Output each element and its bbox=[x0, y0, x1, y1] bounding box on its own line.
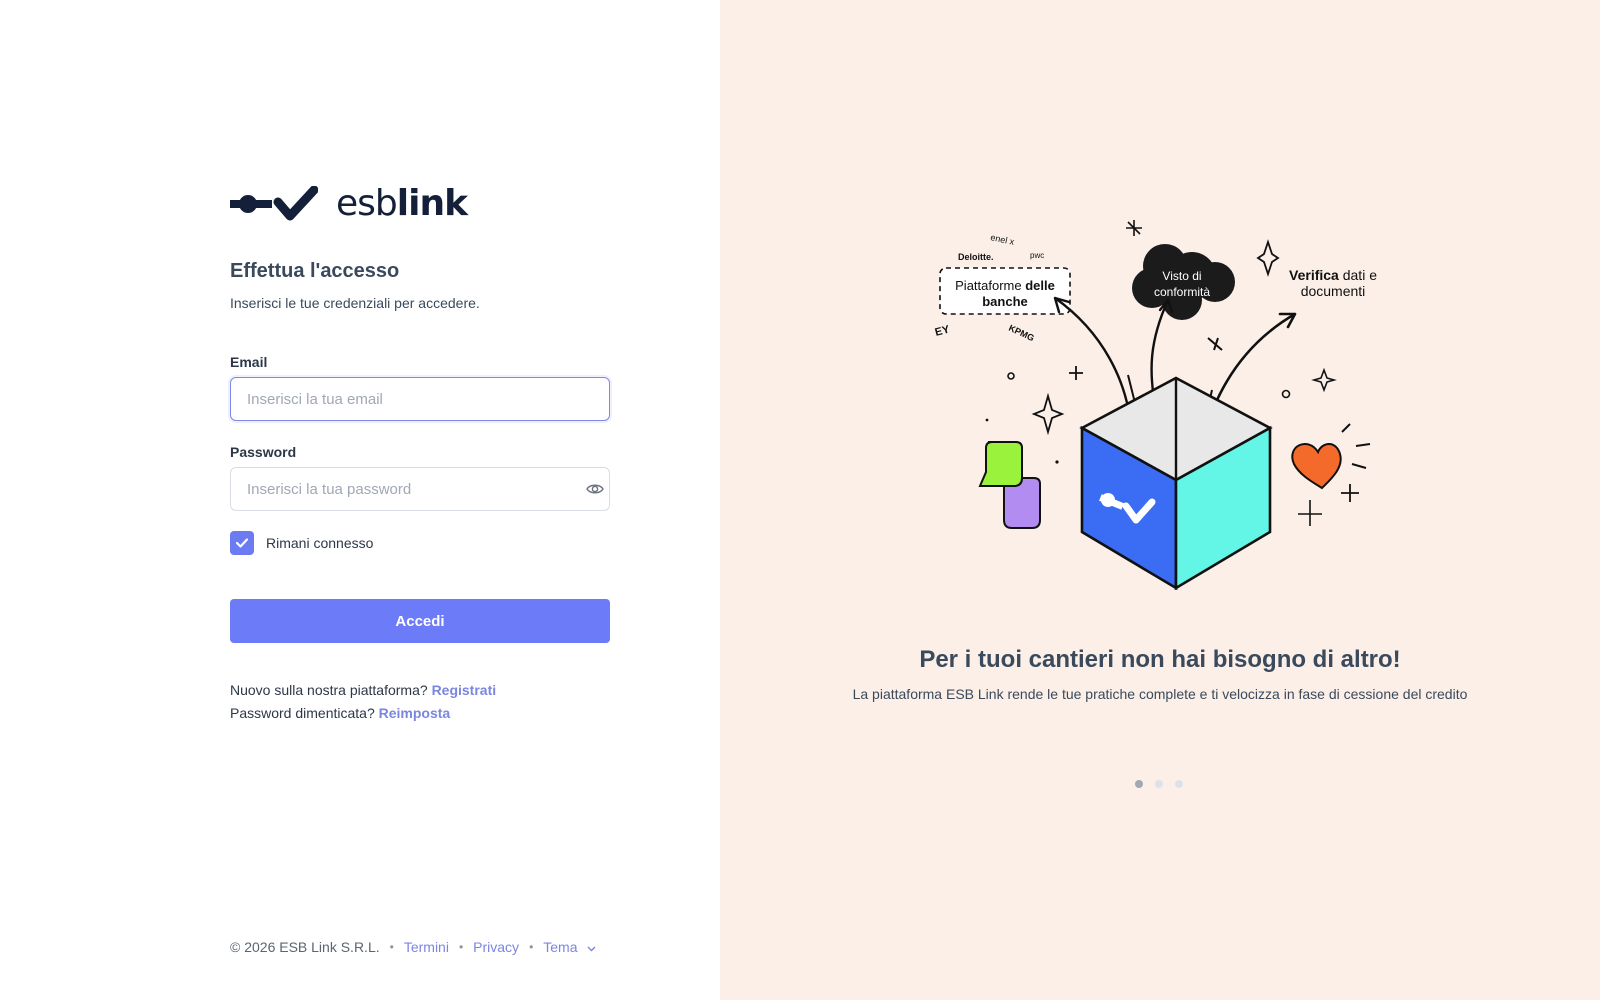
forgot-line: Password dimenticata? Reimposta bbox=[230, 705, 450, 721]
bank-platforms-label-2: banche bbox=[982, 294, 1028, 309]
arrowhead bbox=[1053, 296, 1071, 314]
dot bbox=[985, 418, 989, 422]
verifica-label-2: documenti bbox=[1301, 283, 1366, 299]
pwc-logo: pwc bbox=[1030, 251, 1044, 260]
arrowhead bbox=[1158, 298, 1174, 314]
verifica-label-1: Verifica dati e bbox=[1289, 267, 1377, 283]
circle-dot bbox=[1007, 372, 1015, 380]
purple-bubble bbox=[1003, 477, 1041, 529]
theme-label: Tema bbox=[543, 939, 578, 955]
reset-password-link[interactable]: Reimposta bbox=[378, 705, 451, 721]
page-title: Effettua l'accesso bbox=[230, 260, 400, 282]
visto-label-1: Visto di bbox=[1162, 269, 1201, 283]
email-field[interactable] bbox=[230, 377, 610, 421]
password-label: Password bbox=[230, 444, 297, 460]
circle-dot bbox=[1281, 389, 1291, 399]
cross-icon bbox=[1207, 337, 1223, 351]
bank-platforms-box bbox=[939, 267, 1071, 315]
register-line: Nuovo sulla nostra piattaforma? Registra… bbox=[230, 682, 496, 698]
heart-icon bbox=[1291, 443, 1342, 490]
remember-me-checkbox[interactable] bbox=[230, 531, 254, 555]
register-link[interactable]: Registrati bbox=[431, 682, 497, 698]
page-subtitle: Inserisci le tue credenziali per acceder… bbox=[230, 295, 480, 311]
privacy-link[interactable]: Privacy bbox=[473, 939, 520, 955]
dot bbox=[1055, 460, 1059, 464]
promo-headline: Per i tuoi cantieri non hai bisogno di a… bbox=[919, 646, 1401, 673]
checkmark-icon bbox=[235, 538, 249, 548]
promo-subtext: La piattaforma ESB Link rende le tue pra… bbox=[852, 686, 1468, 702]
plus-icon bbox=[1069, 366, 1083, 380]
visto-label-2: conformità bbox=[1154, 285, 1210, 299]
sparkle-icon bbox=[1126, 220, 1142, 236]
email-label: Email bbox=[230, 354, 268, 370]
heart-rays bbox=[1341, 423, 1371, 469]
forgot-prompt: Password dimenticata? bbox=[230, 705, 375, 721]
promo-panel: Piattaforme delle banche enel x Deloitte… bbox=[720, 0, 1600, 1000]
theme-dropdown[interactable]: Tema bbox=[543, 939, 596, 955]
logo-wordmark: esblink bbox=[336, 183, 468, 224]
deloitte-logo: Deloitte. bbox=[958, 252, 994, 262]
cube-right-face bbox=[1174, 425, 1272, 591]
esblink-logo: esblink bbox=[230, 183, 468, 224]
carousel-dot-2[interactable] bbox=[1155, 780, 1163, 788]
remember-me-label[interactable]: Rimani connesso bbox=[266, 535, 374, 551]
carousel-dot-1[interactable] bbox=[1135, 780, 1143, 788]
sparkle-icon bbox=[1311, 367, 1337, 393]
arrowhead bbox=[1278, 312, 1297, 329]
terms-link[interactable]: Termini bbox=[403, 939, 449, 955]
carousel-dot-3[interactable] bbox=[1175, 780, 1183, 788]
enel-logo: enel x bbox=[990, 232, 1016, 247]
bank-platforms-label: Piattaforme delle bbox=[955, 278, 1055, 293]
sparkle-icon bbox=[1256, 239, 1280, 277]
sparkle-icon bbox=[1031, 392, 1065, 436]
sparkle-icon bbox=[1298, 500, 1322, 526]
carousel-indicators bbox=[1135, 780, 1183, 788]
copyright-text: © 2026 ESB Link S.R.L. bbox=[230, 939, 380, 955]
esblink-logo-icon bbox=[230, 186, 318, 221]
password-field[interactable] bbox=[230, 467, 610, 511]
login-panel: esblink Effettua l'accesso Inserisci le … bbox=[0, 0, 720, 1000]
kpmg-logo: KPMG bbox=[1007, 323, 1036, 343]
cube-logo-icon bbox=[1099, 493, 1156, 524]
footer-separator: • bbox=[529, 940, 534, 954]
register-prompt: Nuovo sulla nostra piattaforma? bbox=[230, 682, 428, 698]
footer-separator: • bbox=[389, 940, 394, 954]
login-button[interactable]: Accedi bbox=[230, 599, 610, 643]
visto-cloud bbox=[1132, 244, 1235, 320]
footer: © 2026 ESB Link S.R.L. • Termini • Priva… bbox=[230, 939, 596, 955]
green-bubble bbox=[978, 441, 1023, 487]
promo-illustration: Piattaforme delle banche enel x Deloitte… bbox=[934, 220, 1377, 591]
footer-separator: • bbox=[458, 940, 464, 954]
show-password-eye-icon[interactable] bbox=[586, 481, 604, 497]
plus-icon bbox=[1341, 484, 1359, 502]
ey-logo: EY bbox=[934, 323, 952, 339]
chevron-down-icon bbox=[587, 946, 596, 952]
